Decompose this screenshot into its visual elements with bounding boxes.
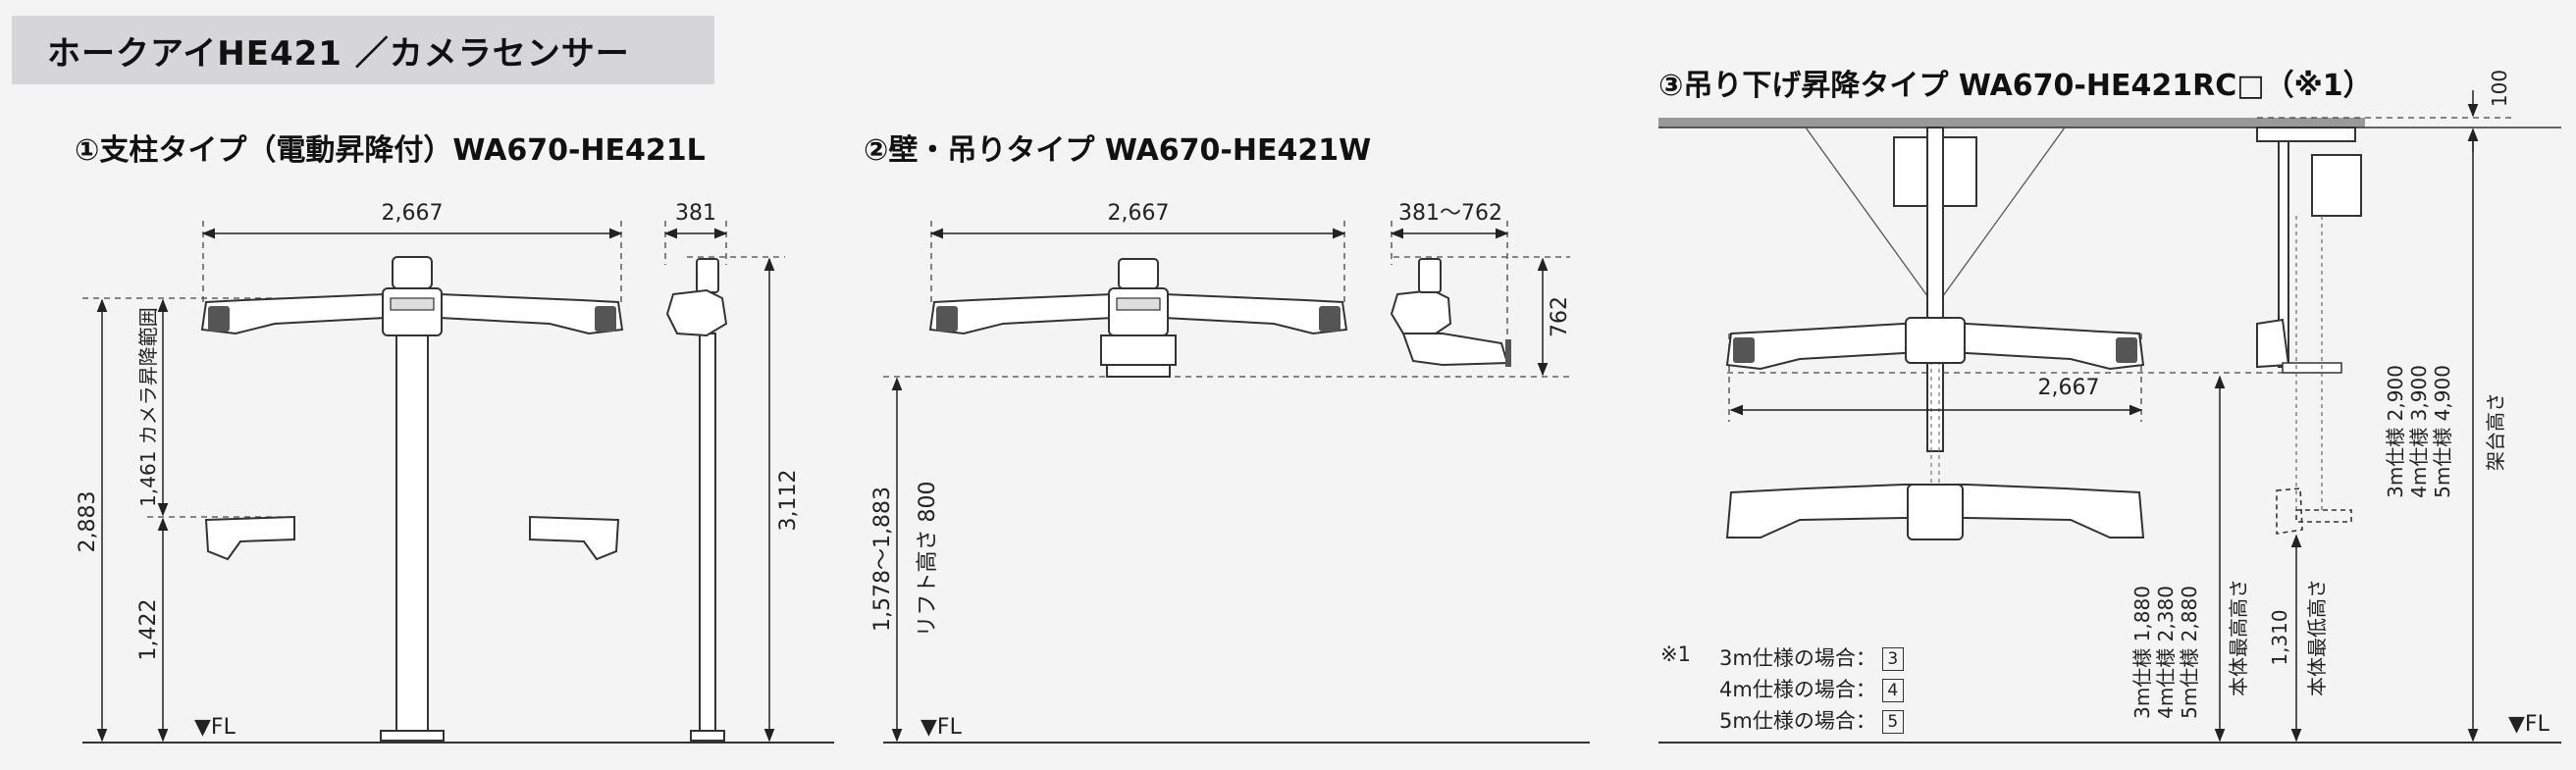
floor-label: ▼FL [2508, 712, 2550, 737]
dim-camera-range-label: 1,461 カメラ昇降範囲 [136, 307, 160, 507]
wall-bracket [1100, 334, 1177, 366]
dim-width-label: 2,667 [382, 201, 444, 226]
camera-left-icon [936, 306, 958, 332]
note-label: 3m仕様の場合： [1719, 646, 1876, 670]
note-code: 4 [1881, 679, 1904, 702]
section-2-heading: ②壁・吊りタイプ WA670-HE421W [864, 133, 1372, 168]
wire-left [1805, 127, 1934, 305]
camera-left-icon [1733, 337, 1755, 363]
dim-side-label: 381～762 [1398, 201, 1502, 226]
note-row-3m: 3m仕様の場合：3 [1719, 642, 1904, 672]
note-mark: ※1 [1660, 642, 1691, 666]
note-row-4m: 4m仕様の場合：4 [1719, 674, 1904, 703]
pillar-cap [392, 256, 433, 289]
dim-lift-label: 1,578～1,883 [870, 487, 895, 632]
section-2-drawing: 2,667 381～762 762 1,578～1,883 リフト高さ 800 … [870, 201, 1590, 744]
camera-right-icon [1319, 306, 1341, 332]
side-cap [696, 258, 719, 293]
dim-side-label: 381 [675, 201, 716, 226]
camera-right-icon [595, 306, 616, 332]
lowered-arm-right [529, 515, 620, 561]
camera-left-icon [208, 306, 230, 332]
floor-label: ▼FL [194, 715, 237, 740]
section-3-heading: ③吊り下げ昇降タイプ WA670-HE421RC□（※1） [1658, 69, 2373, 103]
dim-max-label: 本体最高高さ [2227, 579, 2250, 696]
beam-hub [1108, 287, 1169, 336]
side-hoist [2311, 154, 2362, 217]
page-title: ホークアイHE421 ／カメラセンサー [12, 16, 714, 84]
wire-right [1936, 127, 2066, 305]
section-1-heading: ①支柱タイプ（電動昇降付）WA670-HE421L [75, 133, 706, 168]
wall-arm [1401, 333, 1509, 367]
dim-frame-3m: 3m仕様 2,900 [2384, 365, 2407, 498]
dim-frame-4m: 4m仕様 3,900 [2407, 365, 2431, 498]
dim-width-label: 2,667 [2038, 376, 2100, 400]
note-row-5m: 5m仕様の場合：5 [1719, 705, 1904, 735]
dim-min-label: 本体最低高さ [2305, 579, 2329, 696]
dim-width-label: 2,667 [1108, 201, 1170, 226]
note-code: 3 [1881, 647, 1904, 671]
dim-top-label: 100 [2488, 70, 2511, 107]
camera-right-icon [2116, 337, 2137, 363]
dim-max-3m: 3m仕様 1,880 [2130, 586, 2154, 719]
dim-height-label: 762 [1548, 296, 1572, 337]
dim-lower-label: 1,422 [136, 599, 161, 661]
note-code: 5 [1881, 710, 1904, 734]
mast [1926, 127, 1944, 452]
side-camera-head [665, 288, 728, 337]
pillar-base [380, 730, 445, 742]
lowered-arm-left [204, 515, 295, 561]
section-3-drawing: 100 2,667 [1658, 70, 2561, 744]
dim-pillar-height-label: 3,112 [776, 470, 801, 532]
dim-total-height-label: 2,883 [76, 491, 100, 553]
dim-max-4m: 4m仕様 2,380 [2154, 586, 2178, 719]
note-label: 4m仕様の場合： [1719, 678, 1876, 701]
dim-lift-note: リフト高さ 800 [916, 482, 940, 638]
dim-frame-5m: 5m仕様 4,900 [2431, 365, 2454, 498]
side-pillar [699, 333, 716, 737]
dim-frame-label: 架台高さ [2484, 392, 2507, 471]
floor-label: ▼FL [920, 715, 963, 740]
dim-max-5m: 5m仕様 2,880 [2178, 586, 2201, 719]
section-1-drawing: 2,667 381 2,883 1,461 カメラ昇降範囲 1,422 3,11… [76, 201, 834, 744]
beam-hub [382, 287, 443, 336]
dim-min-value: 1,310 [2268, 609, 2291, 665]
note-label: 5m仕様の場合： [1719, 709, 1876, 733]
pillar [395, 333, 429, 737]
ceiling-frame [1658, 118, 2365, 128]
